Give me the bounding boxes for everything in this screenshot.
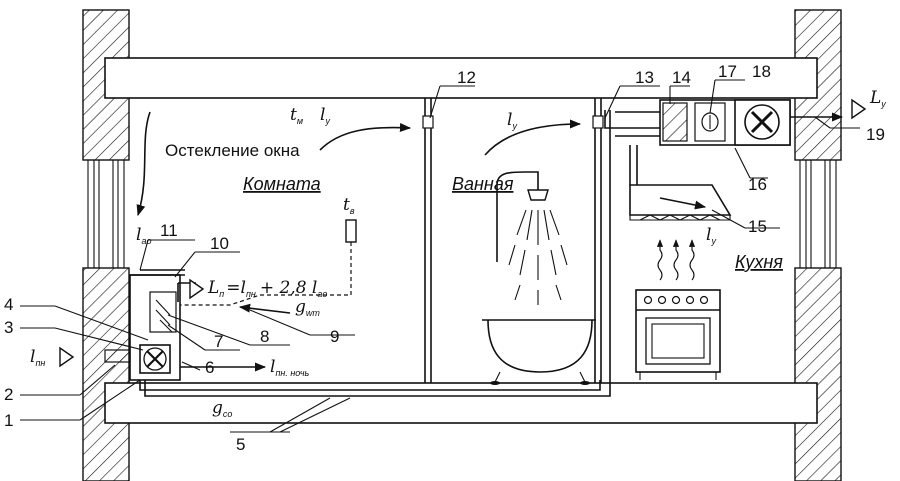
- symbol-g-wt: gwт: [295, 297, 320, 318]
- symbol-l-ao: lао: [136, 225, 151, 246]
- symbol-l-exhaust: Lу: [869, 88, 886, 109]
- bathtub: [482, 319, 596, 385]
- callout-1: 1: [4, 411, 13, 430]
- callout-11: 11: [160, 221, 178, 240]
- room-airflow-arrow: [319, 123, 412, 151]
- callout-18: 18: [752, 62, 771, 81]
- symbol-l-kitchen: lу: [706, 225, 716, 246]
- callout-12: 12: [457, 68, 476, 87]
- transfer-grille-13: [592, 115, 604, 129]
- callout-15: 15: [748, 217, 767, 236]
- bathroom-label: Ванная: [452, 174, 514, 194]
- range-hood: [629, 184, 732, 221]
- hood-arrow: [659, 197, 707, 210]
- callout-13: 13: [635, 68, 654, 87]
- partition-room-bath: [424, 98, 432, 383]
- callout-16: 16: [748, 175, 767, 194]
- callout-9: 9: [330, 327, 339, 346]
- glazing-airflow-curve: [136, 111, 151, 217]
- leader-lines: [20, 79, 860, 433]
- exhaust-filter: [662, 102, 688, 142]
- symbol-l-room: lу: [320, 105, 330, 126]
- callout-17: 17: [718, 62, 737, 81]
- room-temperature-sensor: [345, 219, 357, 243]
- symbol-l-pn: lпн: [30, 347, 45, 368]
- callout-8: 8: [260, 327, 269, 346]
- callout-14: 14: [672, 68, 691, 87]
- exhaust-unit: [629, 98, 867, 185]
- glazing-label: Остекление окна: [165, 141, 300, 160]
- callout-10: 10: [210, 234, 229, 253]
- heater-element: [149, 291, 177, 333]
- symbol-l-bath: lу: [507, 110, 517, 131]
- partition-bath-kitchen: [594, 98, 602, 383]
- callout-7: 7: [214, 332, 223, 351]
- callout-5: 5: [236, 435, 245, 454]
- shower: [496, 171, 568, 305]
- transfer-grille-12: [422, 115, 434, 129]
- heating-pipe-return: [144, 110, 611, 397]
- stove: [635, 289, 721, 380]
- callout-6: 6: [205, 358, 214, 377]
- room-label: Комната: [243, 174, 321, 194]
- callout-2: 2: [4, 385, 13, 404]
- heat-rising-arrows: [656, 239, 696, 281]
- bath-airflow-arrow: [484, 119, 582, 156]
- callout-4: 4: [4, 295, 13, 314]
- symbol-t-v: tв: [343, 195, 355, 216]
- g-wt-arrow: [238, 303, 291, 314]
- symbol-l-night: lпн. ночь: [270, 357, 310, 378]
- supply-formula: Lп=lпн+ 2,8 lао: [207, 278, 327, 299]
- ceiling-slab: [104, 57, 818, 99]
- symbol-g-co: gco: [212, 398, 232, 419]
- left-wall: [82, 9, 130, 481]
- outdoor-air-triangle: [59, 346, 75, 368]
- kitchen-duct-line: [604, 110, 660, 129]
- sensor-signal-line: [168, 242, 352, 306]
- supply-air-triangle: [189, 278, 205, 300]
- exhaust-air-triangle: [851, 98, 867, 120]
- right-window-glazing: [799, 160, 837, 268]
- outdoor-intake-grille: [104, 349, 131, 363]
- left-window-glazing: [87, 160, 125, 268]
- heating-pipe-supply: [139, 380, 601, 391]
- callout-3: 3: [4, 318, 13, 337]
- kitchen-label: Кухня: [735, 252, 783, 272]
- callout-19: 19: [866, 125, 885, 144]
- symbol-t-room: tм: [290, 105, 303, 126]
